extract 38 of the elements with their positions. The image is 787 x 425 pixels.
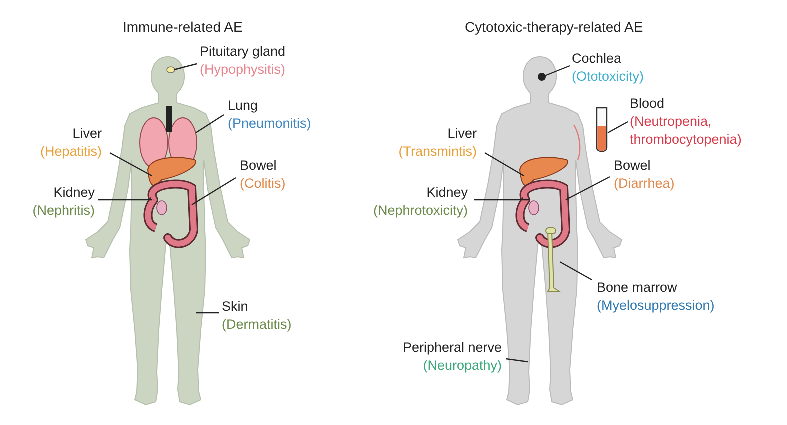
panel-heading: Cytotoxic-therapy-related AE xyxy=(465,18,644,36)
organ-label: Pituitary gland xyxy=(200,43,286,61)
leader-line xyxy=(474,199,530,201)
adverse-event-label: (Transmintis) xyxy=(398,143,477,161)
organ-label: Kidney xyxy=(54,184,95,202)
adverse-event-label: (Neutropenia, thrombocytopenia) xyxy=(630,113,743,149)
adverse-event-label: (Diarrhea) xyxy=(614,175,675,193)
leader-line xyxy=(560,261,592,281)
organ-label: Peripheral nerve xyxy=(402,339,502,357)
leader-line xyxy=(484,152,524,177)
organ-label: Blood xyxy=(630,95,665,113)
organ-label: Bowel xyxy=(614,157,651,175)
adverse-event-label: (Nephritis) xyxy=(32,202,95,220)
leader-line xyxy=(566,176,610,201)
adverse-event-label: (Colitis) xyxy=(240,175,286,193)
adverse-event-label: (Myelosuppression) xyxy=(597,297,715,315)
leader-line xyxy=(608,121,628,134)
organ-label: Liver xyxy=(448,125,477,143)
leader-line xyxy=(192,177,236,206)
organ-label: Cochlea xyxy=(572,50,622,68)
adverse-event-label: (Pneumonitis) xyxy=(228,115,312,133)
adverse-event-label: (Neuropathy) xyxy=(423,357,502,375)
adverse-event-label: (Ototoxicity) xyxy=(572,68,644,86)
adverse-event-label: (Hepatitis) xyxy=(40,143,102,161)
leader-line xyxy=(196,114,224,134)
leader-line xyxy=(196,312,219,314)
organ-label: Liver xyxy=(72,125,102,143)
organ-label: Lung xyxy=(228,97,258,115)
organ-label: Bone marrow xyxy=(597,279,678,297)
leader-line xyxy=(174,63,198,71)
panel-heading: Immune-related AE xyxy=(123,18,243,36)
organ-label: Skin xyxy=(222,298,248,316)
leader-line xyxy=(506,358,528,363)
organ-label: Kidney xyxy=(426,184,468,202)
adverse-event-label: (Dermatitis) xyxy=(222,316,292,334)
organ-label: Bowel xyxy=(240,157,277,175)
adverse-event-label: (Hypophysitis) xyxy=(200,61,286,79)
adverse-event-label: (Nephrotoxicity) xyxy=(373,202,468,220)
